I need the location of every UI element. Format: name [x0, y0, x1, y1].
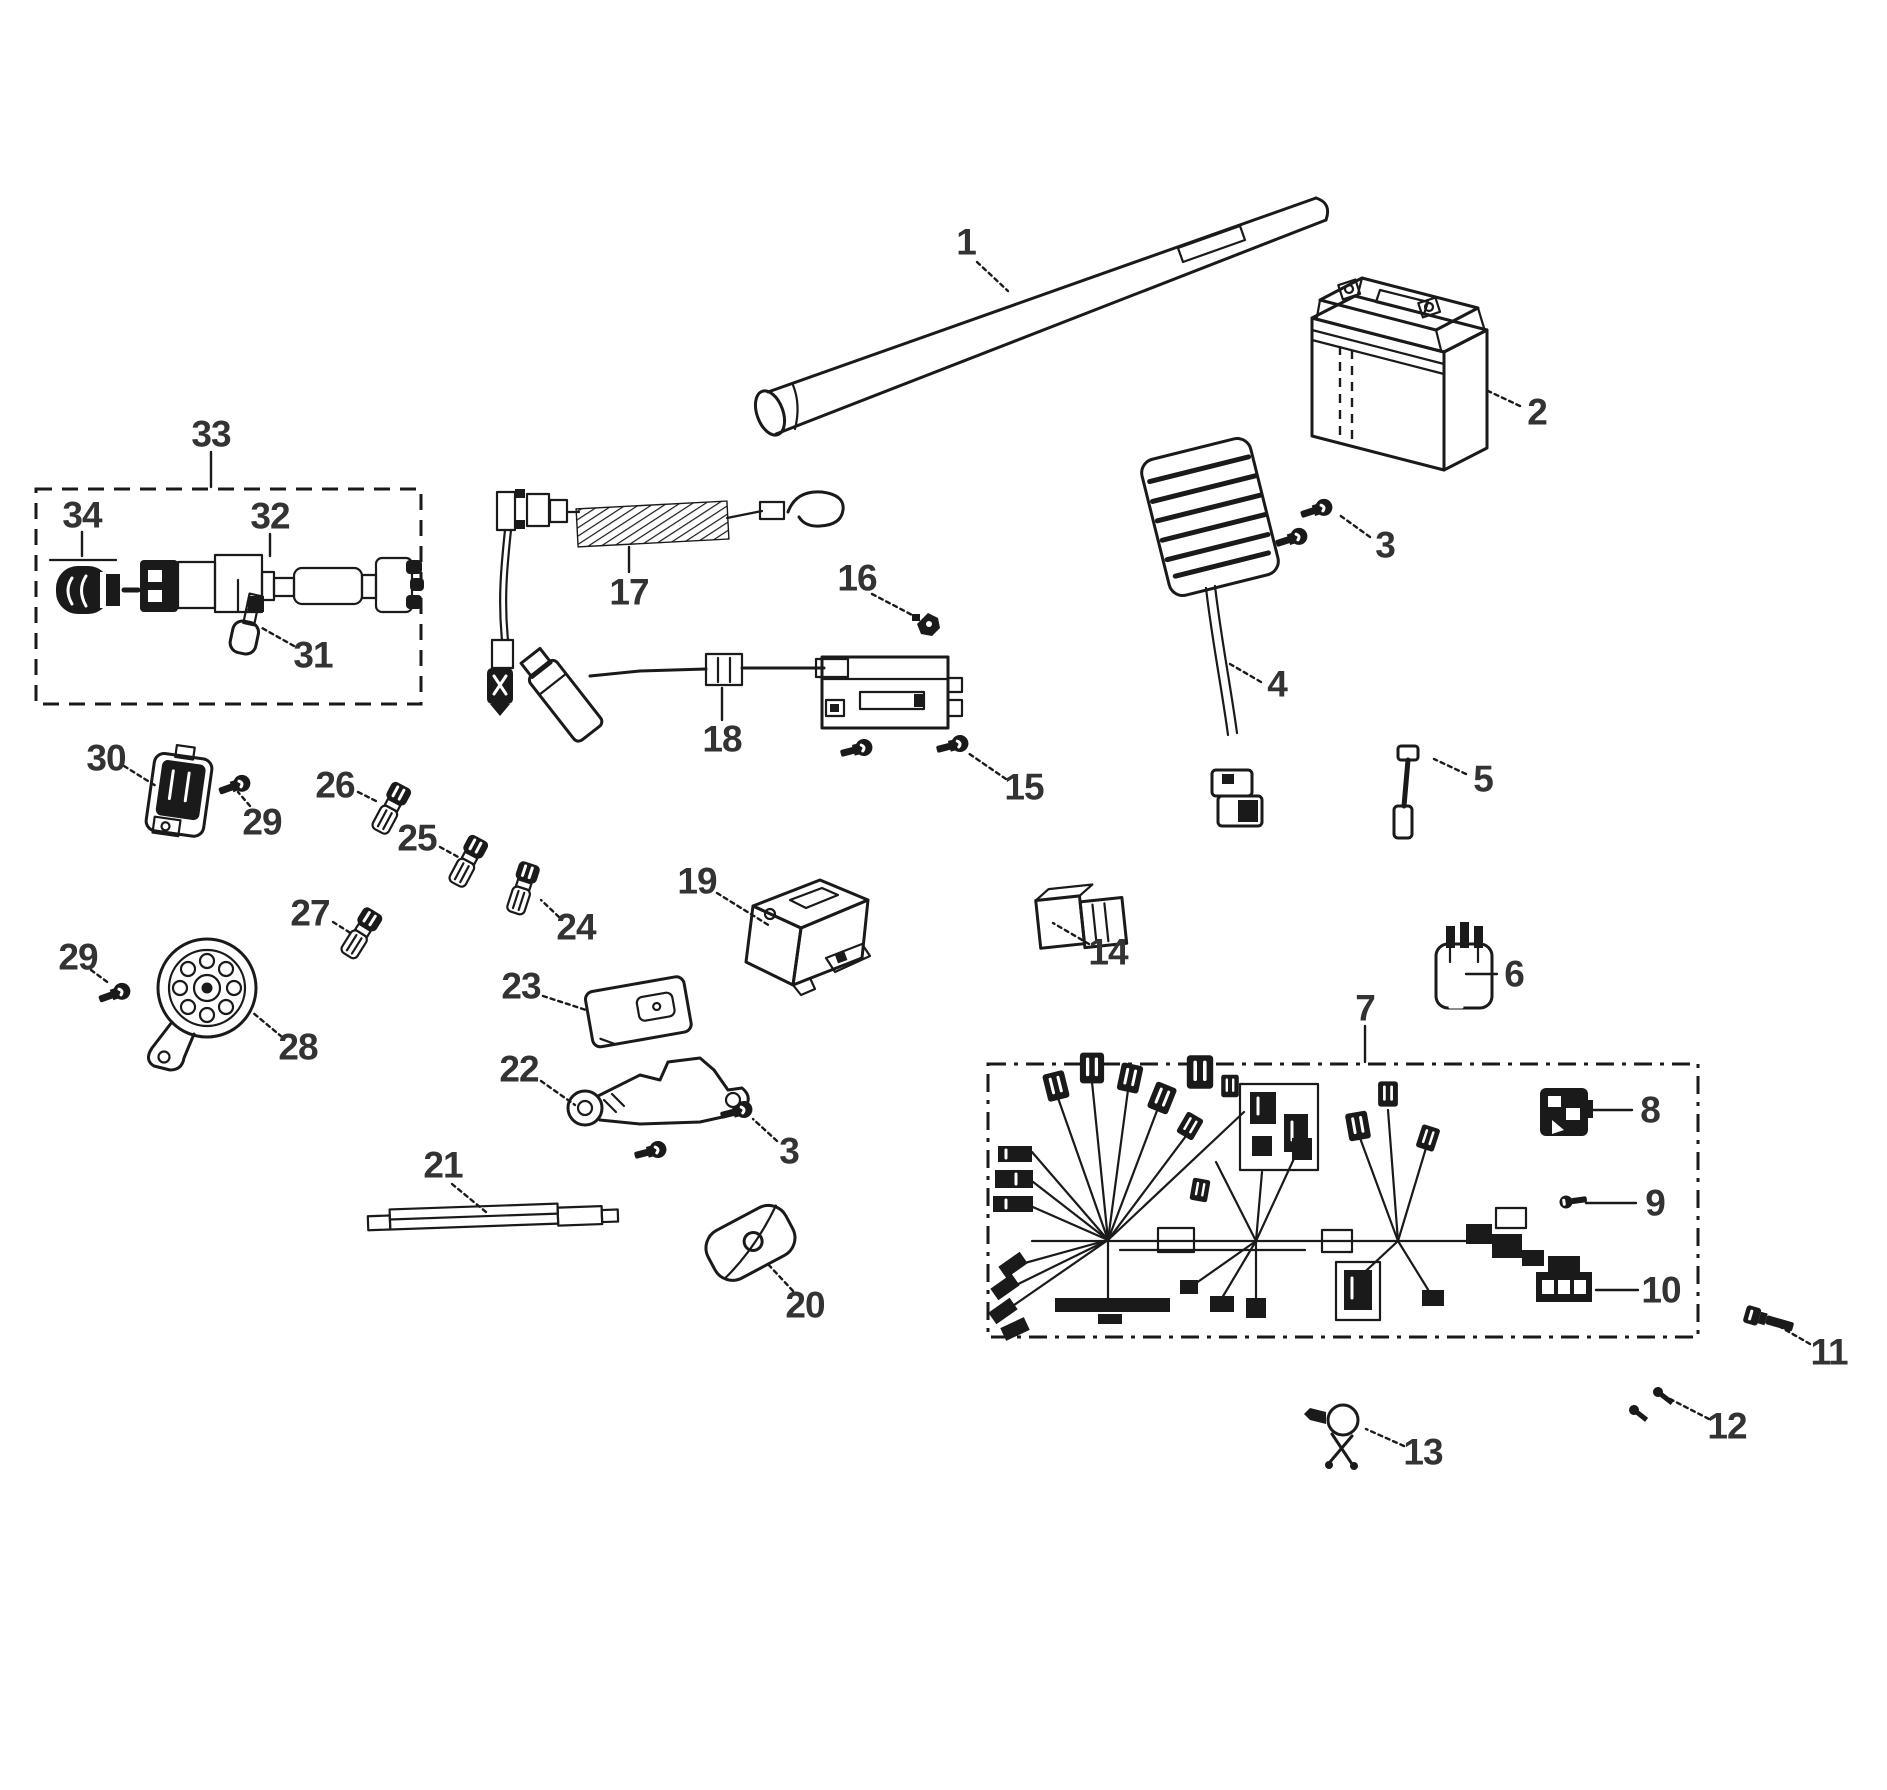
callout-label-29-28: 29 — [242, 801, 282, 843]
leader-line-11-10 — [1768, 1319, 1812, 1346]
leader-line-21-20 — [450, 1182, 488, 1214]
part-11-bolt — [1743, 1305, 1794, 1332]
callout-label-28-27: 28 — [278, 1026, 318, 1068]
leader-line-2-1 — [1484, 388, 1522, 408]
leader-line-5-4 — [1432, 757, 1468, 776]
callout-label-29-29: 29 — [58, 936, 98, 978]
part-18-ignition-coil — [519, 646, 964, 743]
leader-line-31-31 — [260, 626, 296, 648]
part-27-plug — [336, 903, 386, 963]
callout-label-10-9: 10 — [1641, 1269, 1681, 1311]
part-9-screw — [1559, 1195, 1587, 1209]
callout-label-14-13: 14 — [1088, 931, 1128, 973]
callout-label-3-2: 3 — [1375, 524, 1396, 566]
part-17-lanyard — [487, 489, 845, 716]
part-8-relay — [1540, 1088, 1593, 1136]
leader-line-3-2 — [1336, 512, 1372, 539]
callout-label-32-32: 32 — [250, 495, 290, 537]
callout-label-8-7: 8 — [1640, 1089, 1661, 1131]
leader-line-27-26 — [331, 920, 354, 936]
callout-label-13-12: 13 — [1403, 1431, 1443, 1473]
callout-label-9-8: 9 — [1645, 1182, 1666, 1224]
part-32-key-switch-harness — [140, 553, 424, 614]
part-25-plug — [444, 831, 492, 891]
leader-line-3-35 — [751, 1117, 779, 1143]
leader-line-19-18 — [715, 891, 772, 928]
leader-line-29-28 — [236, 790, 252, 808]
part-23-plate — [583, 975, 693, 1049]
leader-line-13-12 — [1364, 1427, 1406, 1448]
part-33-kit-box — [34, 487, 423, 706]
callout-label-3-35: 3 — [779, 1130, 800, 1172]
callout-label-17-16: 17 — [609, 571, 649, 613]
callout-label-22-21: 22 — [499, 1048, 539, 1090]
callout-label-18-17: 18 — [702, 718, 742, 760]
leader-line-22-21 — [539, 1079, 577, 1107]
callout-label-16-15: 16 — [837, 557, 877, 599]
callout-label-26-25: 26 — [315, 764, 355, 806]
part-1-tube — [753, 196, 1330, 437]
callout-label-1-0: 1 — [956, 221, 977, 263]
part-5-clip — [1392, 744, 1420, 840]
part-24-plug — [502, 858, 543, 918]
part-6-boot — [1434, 922, 1494, 1010]
part-4-regulator — [1140, 437, 1280, 828]
leader-line-28-27 — [250, 1010, 284, 1039]
callout-label-11-10: 11 — [1810, 1331, 1848, 1373]
leader-line-4-3 — [1228, 662, 1263, 684]
leader-line-16-15 — [870, 592, 918, 619]
callout-label-19-18: 19 — [677, 860, 717, 902]
callout-label-15-14: 15 — [1004, 766, 1044, 808]
callout-label-21-20: 21 — [423, 1144, 463, 1186]
part-34-ignition-switch — [48, 558, 141, 614]
callout-label-7-6: 7 — [1355, 987, 1376, 1029]
part-21-rod — [366, 1202, 620, 1232]
leader-line-24-23 — [539, 898, 561, 919]
leader-line-15-14 — [966, 751, 1008, 781]
callout-label-20-19: 20 — [785, 1284, 825, 1326]
part-30-flasher — [144, 743, 214, 838]
part-14-relay — [1034, 883, 1129, 950]
leader-line-25-24 — [438, 845, 462, 860]
part-7-harness-box — [986, 1062, 1700, 1339]
leader-lines — [80, 260, 1812, 1448]
part-12-screws — [1629, 1387, 1674, 1422]
part-10-fuse-block — [1536, 1256, 1592, 1302]
leader-line-26-25 — [356, 790, 380, 804]
part-31-key — [228, 592, 262, 656]
part-7-wiring-harness — [988, 1050, 1544, 1341]
leader-line-23-22 — [541, 994, 588, 1012]
leader-line-30-30 — [122, 764, 158, 788]
callout-label-25-24: 25 — [397, 817, 437, 859]
part-28-horn — [147, 937, 258, 1072]
leader-line-1-0 — [975, 260, 1010, 293]
leader-line-12-11 — [1668, 1397, 1711, 1421]
leader-line-20-19 — [764, 1260, 795, 1293]
part-3b-bolts — [631, 1097, 756, 1166]
callout-label-2-1: 2 — [1527, 391, 1548, 433]
part-19-ecu — [744, 878, 872, 997]
part-2-battery — [1310, 276, 1489, 472]
callout-label-24-23: 24 — [556, 906, 596, 948]
part-13-clamp — [1304, 1403, 1360, 1470]
callout-label-30-30: 30 — [86, 737, 126, 779]
part-15-bolts — [837, 731, 972, 764]
part-3-bolts — [1271, 495, 1337, 554]
callout-label-4-3: 4 — [1267, 663, 1288, 705]
callout-label-23-22: 23 — [501, 965, 541, 1007]
callout-label-34-34: 34 — [62, 494, 102, 536]
leader-line-14-13 — [1051, 921, 1091, 946]
callout-label-12-11: 12 — [1707, 1405, 1747, 1447]
leader-line-29-29 — [89, 968, 112, 986]
callout-label-33-33: 33 — [191, 413, 231, 455]
callout-label-5-4: 5 — [1473, 758, 1494, 800]
callout-label-27-26: 27 — [290, 892, 330, 934]
callout-label-6-5: 6 — [1504, 953, 1525, 995]
callout-label-31-31: 31 — [293, 634, 333, 676]
part-20-clamp — [704, 1203, 797, 1282]
